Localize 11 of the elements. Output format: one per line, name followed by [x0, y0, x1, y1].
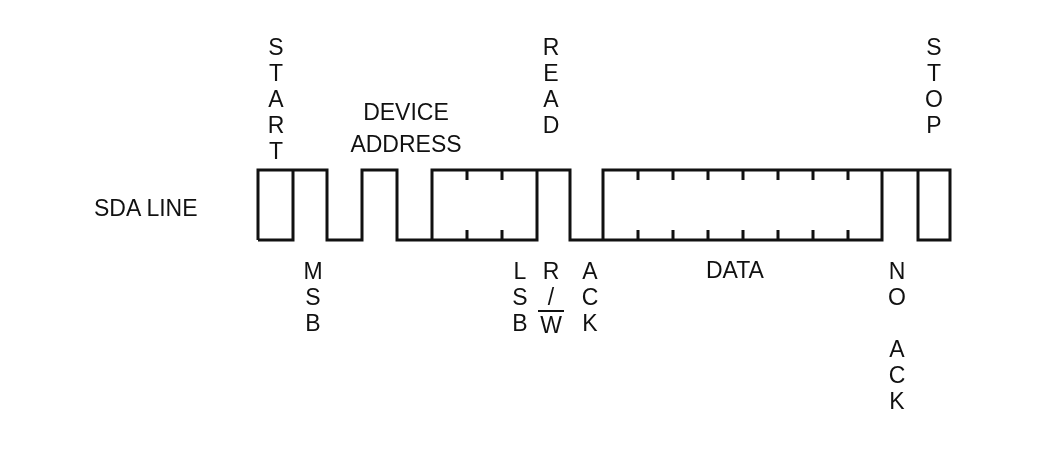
- bit-label: MSB: [301, 258, 325, 336]
- data-label: DATA: [706, 258, 764, 282]
- bit-label: R/W: [539, 258, 563, 338]
- read-label: READ: [539, 34, 563, 138]
- address-label: DEVICE ADDRESS: [349, 98, 463, 159]
- ack-label: ACK: [578, 258, 602, 336]
- line-label: SDA LINE: [94, 196, 198, 220]
- ack-label: NO ACK: [885, 258, 909, 414]
- bit-label: LSB: [508, 258, 532, 336]
- stop-label: STOP: [922, 34, 946, 138]
- start-label: START: [264, 34, 288, 164]
